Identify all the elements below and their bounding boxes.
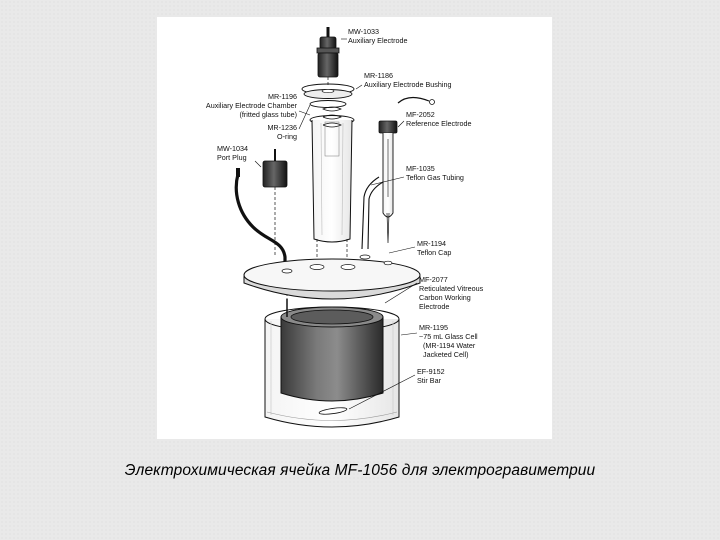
label-description-3: Electrode [419, 302, 449, 311]
label-description: Reference Electrode [406, 119, 472, 128]
auxiliary-electrode [316, 27, 340, 78]
port-plug [262, 149, 288, 188]
label-mf-1035: MF-1035 Teflon Gas Tubing [406, 164, 464, 182]
label-description: Teflon Cap [417, 248, 451, 257]
label-mw-1033: MW-1033 Auxiliary Electrode [348, 27, 408, 45]
label-part-number: MF-2052 [406, 110, 435, 119]
label-description: Auxiliary Electrode Chamber [206, 101, 298, 110]
label-description: Reticulated Vitreous [419, 284, 484, 293]
label-mr-1194-cap: MR-1194 Teflon Cap [417, 239, 451, 257]
label-part-number: MR-1186 [364, 71, 393, 80]
o-ring [309, 100, 347, 108]
label-mr-1236: MR-1236 O-ring [267, 123, 297, 141]
label-mw-1034: MW-1034 Port Plug [217, 144, 248, 162]
working-electrode-lead [234, 168, 287, 269]
leader-lines [254, 38, 418, 410]
label-part-number: MR-1196 [268, 92, 297, 101]
label-part-number: EF-9152 [417, 367, 445, 376]
label-part-number: MF-2077 [419, 275, 448, 284]
label-description: Stir Bar [417, 376, 442, 385]
label-mr-1186: MR-1186 Auxiliary Electrode Bushing [364, 71, 452, 89]
electrochemical-cell-diagram: MW-1033 Auxiliary Electrode MR-1186 Auxi… [206, 27, 484, 428]
label-mf-2052: MF-2052 Reference Electrode [406, 110, 472, 128]
label-part-number: MF-1035 [406, 164, 435, 173]
label-part-number: MR-1195 [419, 323, 448, 332]
label-mf-2077: MF-2077 Reticulated Vitreous Carbon Work… [419, 275, 484, 311]
label-description-2: Carbon Working [419, 293, 471, 302]
teflon-cap [243, 254, 421, 300]
figure-caption: Электрохимическая ячейка MF-1056 для эле… [124, 462, 596, 479]
rvc-working-electrode [280, 299, 384, 402]
label-part-number: MW-1034 [217, 144, 248, 153]
label-description-3: Jacketed Cell) [423, 350, 469, 359]
label-mr-1195: MR-1195 ~75 mL Glass Cell (MR-1194 Water… [419, 323, 478, 359]
auxiliary-electrode-bushing [301, 83, 355, 99]
label-description: ~75 mL Glass Cell [419, 332, 478, 341]
label-ef-9152: EF-9152 Stir Bar [417, 367, 445, 385]
label-description-2: (fritted glass tube) [239, 110, 297, 119]
label-part-number: MR-1194 [417, 239, 446, 248]
label-description-2: (MR-1194 Water [423, 341, 476, 350]
label-part-number: MW-1033 [348, 27, 379, 36]
label-description: O-ring [277, 132, 297, 141]
teflon-gas-tubing [361, 176, 384, 250]
stir-bar [318, 407, 348, 415]
label-part-number: MR-1236 [267, 123, 297, 132]
auxiliary-electrode-chamber [309, 106, 355, 243]
label-description: Auxiliary Electrode Bushing [364, 80, 452, 89]
label-description: Port Plug [217, 153, 247, 162]
reference-electrode [378, 96, 435, 244]
label-mr-1196: MR-1196 Auxiliary Electrode Chamber (fri… [206, 92, 298, 119]
label-description: Teflon Gas Tubing [406, 173, 464, 182]
figure-panel: MW-1033 Auxiliary Electrode MR-1186 Auxi… [157, 17, 552, 439]
label-description: Auxiliary Electrode [348, 36, 408, 45]
